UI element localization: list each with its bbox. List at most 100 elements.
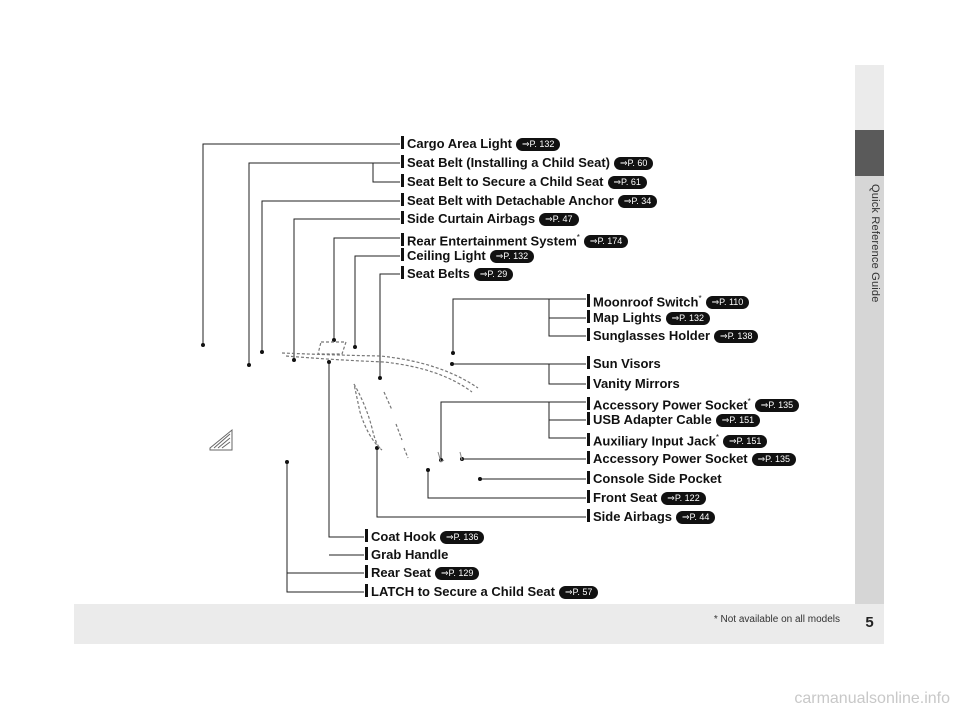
callout-marker-icon bbox=[401, 174, 404, 187]
page-reference-link[interactable]: ⇒P. 47 bbox=[539, 213, 579, 226]
leader-line bbox=[372, 163, 400, 183]
leader-line bbox=[427, 470, 586, 499]
page-reference-link[interactable]: ⇒P. 34 bbox=[617, 195, 658, 208]
leader-line bbox=[548, 299, 586, 337]
section-title: Quick Reference Guide bbox=[869, 184, 881, 303]
callout-label: Accessory Power Socket bbox=[593, 397, 748, 413]
callout-marker-icon bbox=[587, 412, 590, 425]
callout-marker-icon bbox=[587, 310, 590, 323]
callout-marker-icon bbox=[587, 433, 590, 447]
callout-label: Accessory Power Socket bbox=[593, 451, 748, 466]
callout-marker-icon bbox=[587, 471, 590, 484]
callout-label: Auxiliary Input Jack bbox=[593, 433, 716, 449]
page-reference-link[interactable]: ⇒P. 57 bbox=[558, 586, 599, 599]
callout-item: Console Side Pocket bbox=[587, 470, 722, 488]
callout-item: Grab Handle bbox=[365, 546, 448, 564]
page-reference-link[interactable]: ⇒P. 132 bbox=[489, 250, 535, 263]
leader-line bbox=[333, 237, 400, 340]
callout-marker-icon bbox=[365, 565, 368, 578]
callout-marker-icon bbox=[401, 136, 404, 149]
availability-asterisk: * bbox=[715, 433, 719, 442]
callout-item: Seat Belts⇒P. 29 bbox=[401, 265, 514, 283]
callout-label: Ceiling Light bbox=[407, 248, 486, 263]
callout-label: Sun Visors bbox=[593, 356, 661, 371]
callout-item: Seat Belt (Installing a Child Seat)⇒P. 6… bbox=[401, 154, 654, 172]
page-reference-link[interactable]: ⇒P. 61 bbox=[607, 176, 647, 189]
callout-marker-icon bbox=[401, 211, 404, 224]
callout-marker-icon bbox=[587, 376, 590, 389]
page-reference-link[interactable]: ⇒P. 151 bbox=[722, 435, 768, 449]
page-reference-link[interactable]: ⇒P. 129 bbox=[434, 567, 480, 580]
callout-marker-icon bbox=[365, 547, 368, 560]
page-reference-link[interactable]: ⇒P. 135 bbox=[754, 399, 800, 413]
leader-line bbox=[440, 401, 586, 460]
callout-marker-icon bbox=[365, 584, 368, 597]
page-reference-link[interactable]: ⇒P. 174 bbox=[583, 235, 629, 249]
leader-line bbox=[379, 273, 400, 378]
page-reference-link[interactable]: ⇒P. 135 bbox=[751, 453, 797, 466]
callout-label: Coat Hook bbox=[371, 529, 436, 544]
callout-label: Side Curtain Airbags bbox=[407, 211, 536, 226]
callout-item: Accessory Power Socket⇒P. 135 bbox=[587, 450, 797, 468]
callout-label: Vanity Mirrors bbox=[593, 376, 680, 391]
callout-item: Moonroof Switch*⇒P. 110 bbox=[587, 290, 750, 310]
page-reference-link[interactable]: ⇒P. 136 bbox=[440, 531, 485, 544]
page-reference-link[interactable]: ⇒P. 132 bbox=[515, 138, 561, 151]
vehicle-outline bbox=[281, 341, 479, 459]
callout-item: Front Seat⇒P. 122 bbox=[587, 489, 706, 507]
callout-label: Map Lights bbox=[593, 310, 662, 325]
callout-item: Side Airbags⇒P. 44 bbox=[587, 508, 716, 526]
footnote: * Not available on all models bbox=[713, 614, 840, 625]
callout-label: Moonroof Switch bbox=[593, 294, 699, 310]
callout-points bbox=[201, 338, 482, 481]
callout-label: Rear Seat bbox=[371, 565, 431, 580]
page-reference-link[interactable]: ⇒P. 138 bbox=[714, 330, 759, 343]
leader-line bbox=[548, 402, 586, 439]
leader-line bbox=[248, 162, 400, 365]
callout-item: Map Lights⇒P. 132 bbox=[587, 309, 711, 327]
leader-line bbox=[328, 362, 364, 538]
callout-item: USB Adapter Cable⇒P. 151 bbox=[587, 411, 761, 429]
callout-label: Sunglasses Holder bbox=[593, 328, 711, 343]
leader-line bbox=[202, 143, 400, 345]
page-reference-link[interactable]: ⇒P. 29 bbox=[473, 268, 514, 281]
callout-label: Rear Entertainment System bbox=[407, 233, 577, 249]
callout-marker-icon bbox=[587, 328, 590, 341]
leader-line bbox=[354, 255, 400, 347]
callout-label: Front Seat bbox=[593, 490, 658, 505]
callout-marker-icon bbox=[401, 266, 404, 279]
page-reference-link[interactable]: ⇒P. 132 bbox=[665, 312, 711, 325]
callout-marker-icon bbox=[401, 248, 404, 261]
callout-item: Sun Visors bbox=[587, 355, 661, 373]
callout-label: LATCH to Secure a Child Seat bbox=[371, 584, 555, 599]
callout-label: Seat Belt to Secure a Child Seat bbox=[407, 174, 604, 189]
callout-item: Vanity Mirrors bbox=[587, 375, 680, 393]
leader-line bbox=[286, 573, 364, 593]
console-connectors bbox=[437, 451, 463, 463]
callout-item: Side Curtain Airbags⇒P. 47 bbox=[401, 210, 579, 228]
page-reference-link[interactable]: ⇒P. 110 bbox=[705, 296, 750, 310]
leader-line bbox=[286, 462, 364, 574]
section-tab-marker bbox=[855, 130, 884, 176]
callout-label: USB Adapter Cable bbox=[593, 412, 712, 427]
callout-marker-icon bbox=[587, 509, 590, 522]
callout-label: Console Side Pocket bbox=[593, 471, 722, 486]
callout-label: Side Airbags bbox=[593, 509, 672, 524]
leader-line bbox=[548, 364, 586, 385]
page-reference-link[interactable]: ⇒P. 60 bbox=[613, 157, 654, 170]
callout-marker-icon bbox=[401, 155, 404, 168]
callout-marker-icon bbox=[587, 490, 590, 503]
watermark: carmanualsonline.info bbox=[794, 690, 950, 707]
page-reference-link[interactable]: ⇒P. 44 bbox=[675, 511, 716, 524]
callout-label: Grab Handle bbox=[371, 547, 449, 562]
page-reference-link[interactable]: ⇒P. 122 bbox=[661, 492, 706, 505]
callout-marker-icon bbox=[587, 356, 590, 369]
callout-item: Rear Entertainment System*⇒P. 174 bbox=[401, 229, 629, 249]
page-reference-link[interactable]: ⇒P. 151 bbox=[715, 414, 761, 427]
callout-marker-icon bbox=[587, 397, 590, 411]
callout-label: Seat Belt with Detachable Anchor bbox=[407, 193, 614, 208]
callout-item: Seat Belt to Secure a Child Seat⇒P. 61 bbox=[401, 173, 647, 191]
leader-line bbox=[261, 200, 400, 352]
callout-label: Cargo Area Light bbox=[407, 136, 512, 151]
